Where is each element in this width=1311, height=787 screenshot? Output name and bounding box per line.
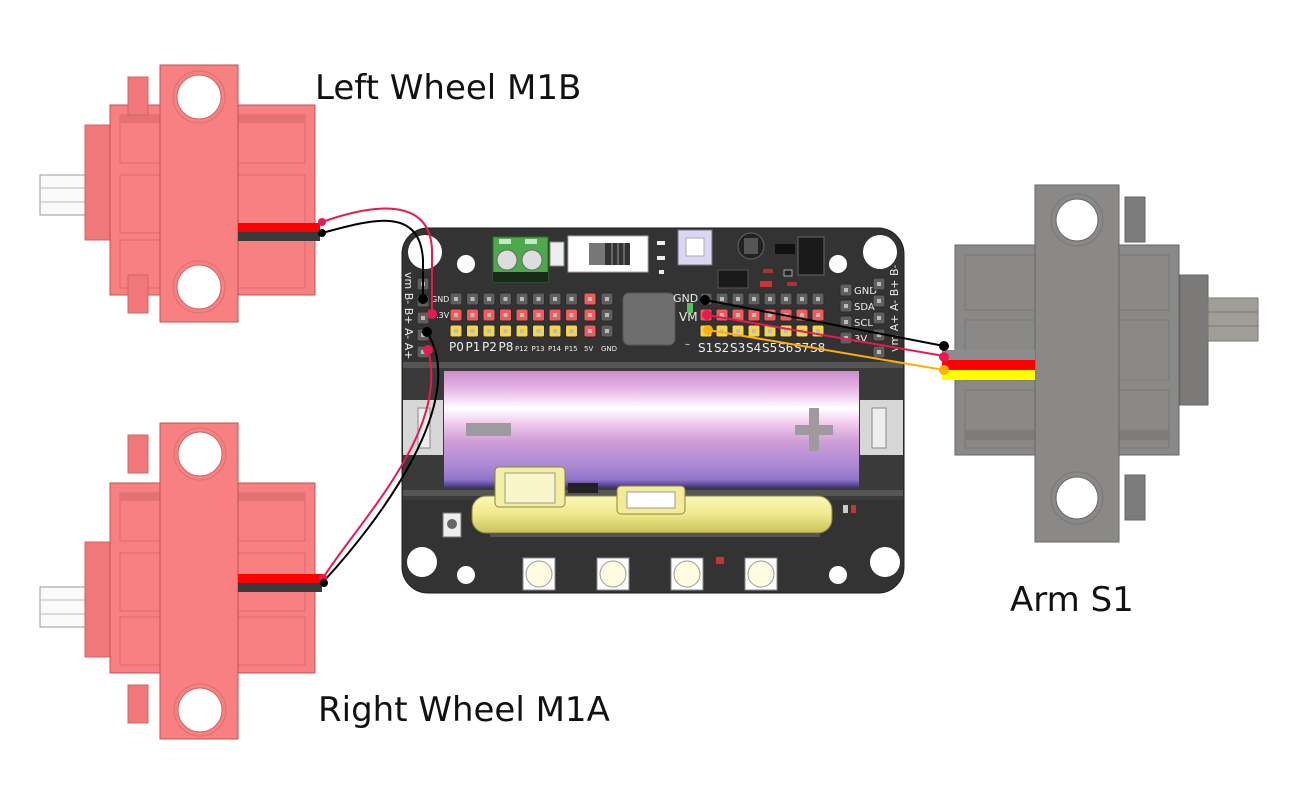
- servo-pin-label: S7: [794, 341, 809, 355]
- i2c-pin-label: GND: [854, 286, 877, 297]
- gpio-pin-label: P0: [449, 340, 464, 354]
- servo-pin-label: S3: [730, 341, 745, 355]
- right-wheel-label: Right Wheel M1A: [318, 690, 610, 730]
- controller-chip: [622, 292, 676, 346]
- plus-icon: [795, 408, 833, 451]
- right-wheel-motor: [39, 422, 322, 740]
- minus-icon: [466, 423, 511, 436]
- wires: [321, 207, 945, 582]
- servo-pin-label: S2: [714, 341, 729, 355]
- motor-wire-red: [238, 223, 320, 232]
- wire-arm-yellow: [707, 329, 945, 371]
- arm-label: Arm S1: [1010, 580, 1134, 620]
- wire-endpoints: [318, 218, 949, 587]
- i2c-pin-label: SCL: [854, 318, 873, 329]
- servo-pin-label: S1: [698, 341, 713, 355]
- mount-hole: [870, 547, 900, 577]
- fuse: [549, 241, 565, 267]
- gpio-pin-label: P12: [515, 345, 528, 353]
- motor-shaft: [39, 586, 86, 628]
- motor-wire-red: [238, 574, 322, 583]
- servo-row-label-vm: VM: [679, 310, 698, 324]
- servo-row-label-gnd: GND: [673, 292, 698, 305]
- servo-pin-label: S5: [762, 341, 777, 355]
- wire-right-black: [323, 331, 440, 582]
- power-pin-label: GND: [601, 345, 617, 353]
- gpio-row-label-3v3: 3.3V: [431, 311, 450, 320]
- gpio-pin-label: P1: [466, 340, 481, 354]
- mount-hole: [407, 547, 437, 577]
- left-wheel-label: Left Wheel M1B: [315, 68, 582, 108]
- servo-wire-red: [942, 360, 1035, 370]
- microbit-board: [471, 466, 833, 537]
- gpio-row-label-gnd: GND: [431, 295, 449, 304]
- servo-wire-brown: [942, 350, 1035, 360]
- gpio-pin-label: P13: [532, 345, 545, 353]
- gpio-pin-label: P2: [482, 340, 497, 354]
- servo-pin-label: S4: [746, 341, 761, 355]
- gpio-pin-label: P15: [565, 345, 578, 353]
- wire-arm-red: [706, 314, 945, 357]
- motor-wire-black: [238, 232, 320, 241]
- arm-servo: [942, 184, 1259, 543]
- gpio-pin-label: P8: [499, 340, 514, 354]
- servo-wire-yellow: [942, 370, 1035, 380]
- mount-hole: [408, 235, 442, 269]
- i2c-pin-label: SDA: [854, 302, 875, 313]
- left-wheel-motor: [39, 64, 320, 323]
- motor-port-right-label: vm A+ A- B+ B-: [888, 264, 901, 352]
- wire-right-red: [322, 349, 433, 579]
- i2c-header-block: GND SDA SCL 3V vm A+ A- B+ B-: [839, 264, 901, 359]
- i2c-pin-label: 3V: [854, 334, 867, 345]
- mount-hole: [863, 235, 897, 269]
- servo-shaft: [1207, 297, 1259, 342]
- power-terminal: [492, 236, 549, 283]
- wire-left-red: [321, 207, 433, 313]
- wire-left-black: [321, 219, 424, 299]
- wire-arm-black: [704, 299, 945, 347]
- servo-row-label-signal: –: [685, 339, 690, 350]
- motor-shaft: [39, 174, 86, 216]
- motor-wire-black: [238, 583, 322, 592]
- gpio-pin-label: P14: [548, 345, 562, 353]
- power-switch: [567, 235, 649, 273]
- motor-port-left-label: vm B- B+ A- A+: [402, 272, 415, 359]
- power-pin-label: 5V: [584, 345, 593, 353]
